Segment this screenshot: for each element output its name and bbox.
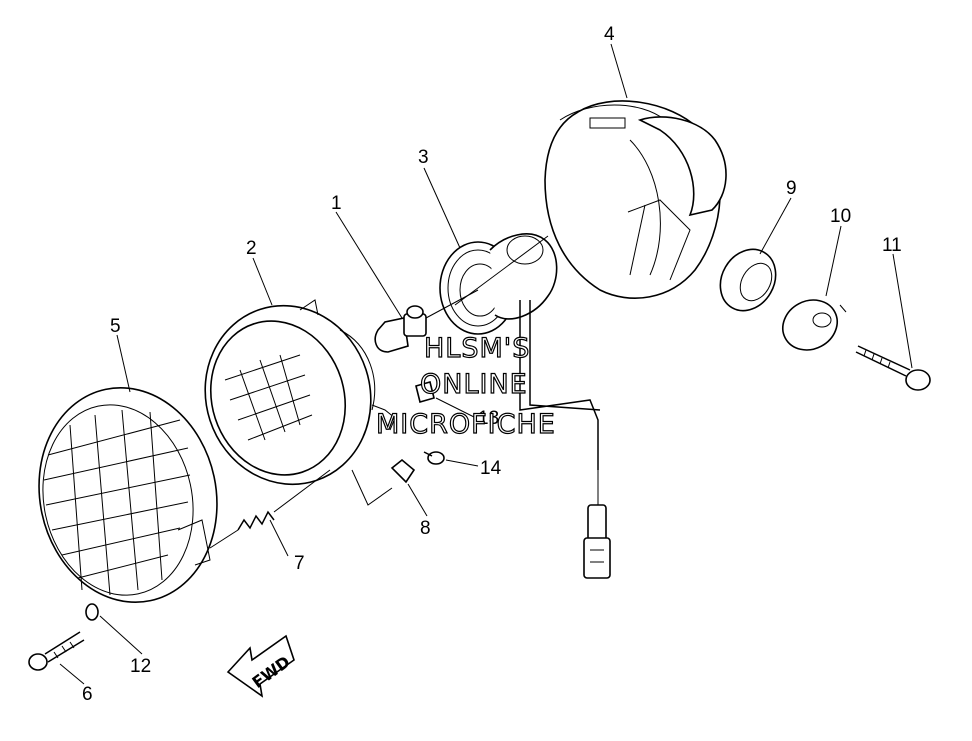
callout-13: 13 [478, 408, 499, 429]
part-11-bolt [855, 345, 931, 391]
part-6-screw [28, 631, 85, 671]
callout-6: 6 [82, 684, 93, 705]
watermark-line-1: HLSM'S [424, 333, 530, 364]
part-5-guard [38, 386, 218, 604]
part-10-cover [782, 299, 847, 351]
callout-5: 5 [110, 316, 121, 337]
watermark-line-3: MICROFICHE [376, 409, 556, 440]
callout-4: 4 [604, 24, 615, 45]
part-4-housing [544, 100, 727, 299]
leader-lines [59, 43, 913, 685]
callout-3: 3 [418, 147, 429, 168]
callout-8: 8 [420, 518, 431, 539]
callout-9: 9 [786, 178, 797, 199]
callout-14: 14 [480, 458, 502, 479]
wire-harness [519, 300, 611, 579]
callout-2: 2 [246, 238, 257, 259]
callout-11: 11 [882, 235, 902, 256]
callout-12: 12 [130, 656, 151, 677]
part-1-bulb [374, 289, 479, 353]
part-7-spring [209, 469, 331, 549]
part-12-washer [85, 603, 99, 621]
callout-7: 7 [294, 553, 305, 574]
part-2-lens [204, 299, 396, 506]
callout-10: 10 [830, 206, 851, 227]
watermark-line-2: ONLINE [420, 369, 528, 400]
part-14-screw [423, 451, 445, 465]
part-8-nut [390, 458, 416, 484]
part-9-grommet [719, 248, 777, 312]
fwd-arrow-icon: FWD [226, 634, 295, 698]
part-13-bracket [415, 381, 435, 403]
part-3-socket [439, 233, 558, 335]
callout-1: 1 [331, 193, 342, 214]
